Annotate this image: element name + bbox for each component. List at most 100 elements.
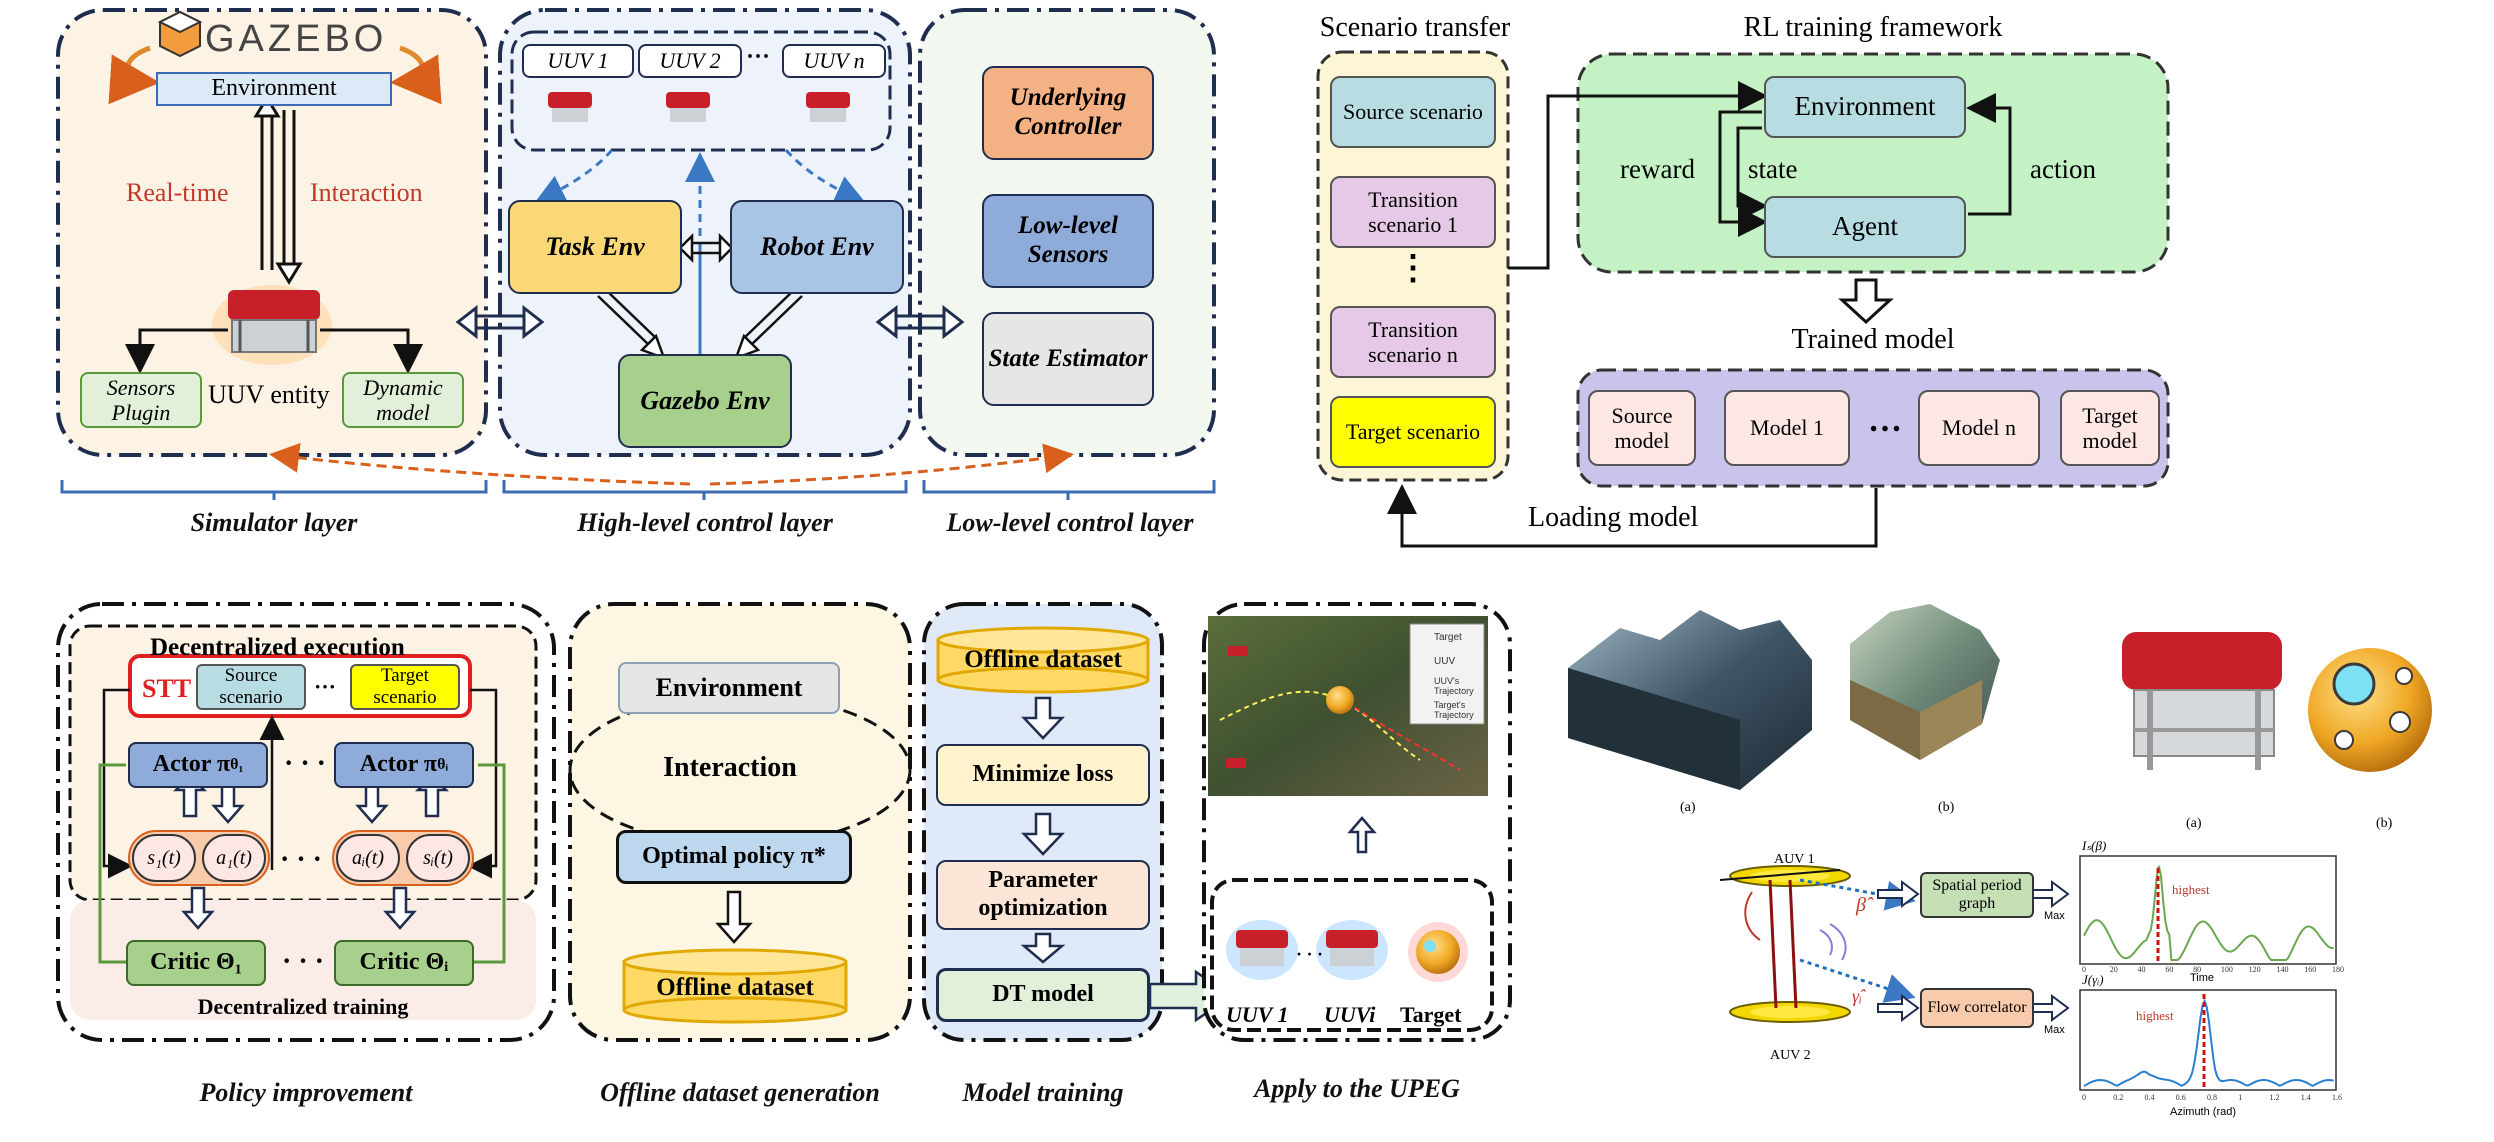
chart-tick-label: 1.4 — [2301, 1093, 2311, 1102]
rl-agent-box: Agent — [1764, 196, 1966, 258]
scenario-vdots: ⋮ — [1396, 250, 1430, 287]
gamma-hat-label: γ̂ᵢ — [1852, 986, 1862, 1006]
transition-scenario-1-box: Transition scenario 1 — [1330, 176, 1496, 248]
map-legend-uuv: UUV — [1434, 656, 1456, 667]
policy-to-dataset-arrow-icon — [715, 890, 753, 944]
terrain-image-b — [1850, 604, 2000, 760]
auv2-label: AUV 2 — [1770, 1048, 1811, 1063]
simulator-layer-label: Simulator layer — [190, 508, 358, 537]
process-arrows — [1877, 880, 2070, 1022]
decentralized-execution-label: Decentralized execution — [150, 634, 405, 661]
chart-tick-label: 0 — [2082, 1093, 2086, 1102]
model-training-label: Model training — [962, 1078, 1124, 1107]
critic-1-box: Critic Θ₁ — [126, 940, 266, 986]
sim-environment-box: Environment — [156, 72, 392, 106]
action-label: action — [2030, 154, 2096, 184]
target-trajectory — [1329, 689, 1461, 771]
offline-dataset-label: Offline dataset — [656, 973, 814, 1001]
gazebo-logo-text: GAZEBO — [205, 18, 388, 60]
terrain-caption-a: (a) — [1680, 800, 1696, 815]
chart-tick-label: 0.2 — [2113, 1093, 2123, 1102]
source-model-box: Source model — [1588, 390, 1696, 466]
map-uuv-icon — [1226, 758, 1246, 768]
upeg-target-label: Target — [1400, 1002, 1462, 1027]
high-low-double-arrow-icon — [875, 304, 965, 340]
model-1-box: Model 1 — [1724, 390, 1850, 466]
chart-tick-label: 0 — [2082, 965, 2086, 974]
chart1-ylabel: Iₛ(β) — [2082, 838, 2107, 853]
layer-braces — [60, 480, 1216, 500]
gazebo-env-box: Gazebo Env — [618, 354, 792, 448]
scenario-to-env-arrow — [1508, 81, 1768, 270]
flow-correlator-box: Flow correlator — [1920, 988, 2034, 1028]
rl-environment-box: Environment — [1764, 76, 1966, 138]
uuv-to-sensors-arrow — [125, 328, 228, 374]
action-ai: aᵢ(t) — [336, 834, 400, 882]
chart-tick-label: 20 — [2110, 965, 2118, 974]
offline-interaction-label: Interaction — [663, 752, 797, 783]
chart-tick-label: 140 — [2276, 965, 2288, 974]
critic-i-box: Critic Θᵢ — [334, 940, 474, 986]
stt-label: STT — [142, 674, 192, 703]
loop-arrow-left-icon — [108, 45, 160, 105]
chart-tick-label: 0.6 — [2176, 1093, 2186, 1102]
loop-arrow-right-icon — [390, 45, 442, 105]
dataset-cylinder-2 — [936, 626, 1150, 694]
mt-offline-dataset-label: Offline dataset — [964, 645, 1122, 673]
upeg-uuv-icons — [1226, 920, 1388, 980]
chart-tick-label: 0.4 — [2145, 1093, 2155, 1102]
orange-dashed-arrows — [269, 442, 1074, 486]
auv2-icon — [1729, 1001, 1851, 1023]
low-level-sensors-box: Low-level Sensors — [982, 194, 1154, 288]
map-target-icon — [1326, 686, 1354, 714]
rov-vehicle-image — [2122, 632, 2282, 770]
stt-dots: ··· — [314, 674, 337, 699]
vehicle-caption-b: (b) — [2376, 816, 2393, 831]
state-label: state — [1748, 154, 1798, 184]
uuv-small-icons — [548, 92, 850, 122]
state-s1: s₁(t) — [132, 834, 196, 882]
chart2-highest: highest — [2136, 1008, 2174, 1023]
map-legend-uuv-trajectory: UUV's Trajectory — [1434, 676, 1474, 696]
to-gazebo-arrows — [597, 289, 803, 361]
parameter-optimization-box: Parameter optimization — [936, 860, 1150, 930]
stt-source-scenario: Source scenario — [196, 664, 306, 710]
uuv-vehicle-icon — [212, 285, 332, 365]
underlying-controller-box: Underlying Controller — [982, 66, 1154, 160]
dt-model-box: DT model — [936, 968, 1150, 1022]
interaction-label: Interaction — [310, 178, 423, 207]
sensors-plugin-box: Sensors Plugin — [80, 372, 202, 428]
dataset-cylinder-1 — [622, 948, 848, 1024]
upeg-uuv-i-label: UUVi — [1324, 1002, 1376, 1027]
upeg-uuv-1-label: UUV 1 — [1226, 1002, 1289, 1027]
chart-tick-label: 180 — [2332, 965, 2344, 974]
chart-tick-label: 0.8 — [2207, 1093, 2217, 1102]
spatial-period-graph-box: Spatial period graph — [1920, 872, 2034, 918]
auv-geometry-lines — [1719, 869, 1916, 1009]
max-label-1: Max — [2044, 910, 2065, 922]
map-legend-target: Target — [1434, 632, 1462, 643]
training-flow-arrows — [1020, 696, 1066, 964]
offline-generation-label: Offline dataset generation — [600, 1078, 880, 1107]
map-legend-target-trajectory: Target's Trajectory — [1434, 700, 1474, 720]
chart-tick-label: 60 — [2165, 965, 2173, 974]
source-scenario-box: Source scenario — [1330, 76, 1496, 148]
decentralized-training-area — [70, 900, 536, 1020]
terrain-image-a — [1568, 610, 1812, 790]
critic-dots: · · · — [282, 946, 325, 977]
low-level-layer-label: Low-level control layer — [946, 508, 1194, 537]
high-level-layer-label: High-level control layer — [577, 508, 833, 537]
rl-framework-panel — [1576, 52, 2170, 274]
transition-scenario-n-box: Transition scenario n — [1330, 306, 1496, 378]
state-estimator-box: State Estimator — [982, 312, 1154, 406]
target-scenario-box: Target scenario — [1330, 396, 1496, 468]
vehicle-caption-a: (a) — [2186, 816, 2202, 831]
chart-tick-label: 40 — [2138, 965, 2146, 974]
chart-tick-label: 1 — [2238, 1093, 2242, 1102]
chart1-highest: highest — [2172, 882, 2210, 897]
uuv-tag-n: UUV n — [782, 44, 886, 78]
chart-tick-label: 120 — [2249, 965, 2261, 974]
chart-tick-label: 80 — [2193, 965, 2201, 974]
